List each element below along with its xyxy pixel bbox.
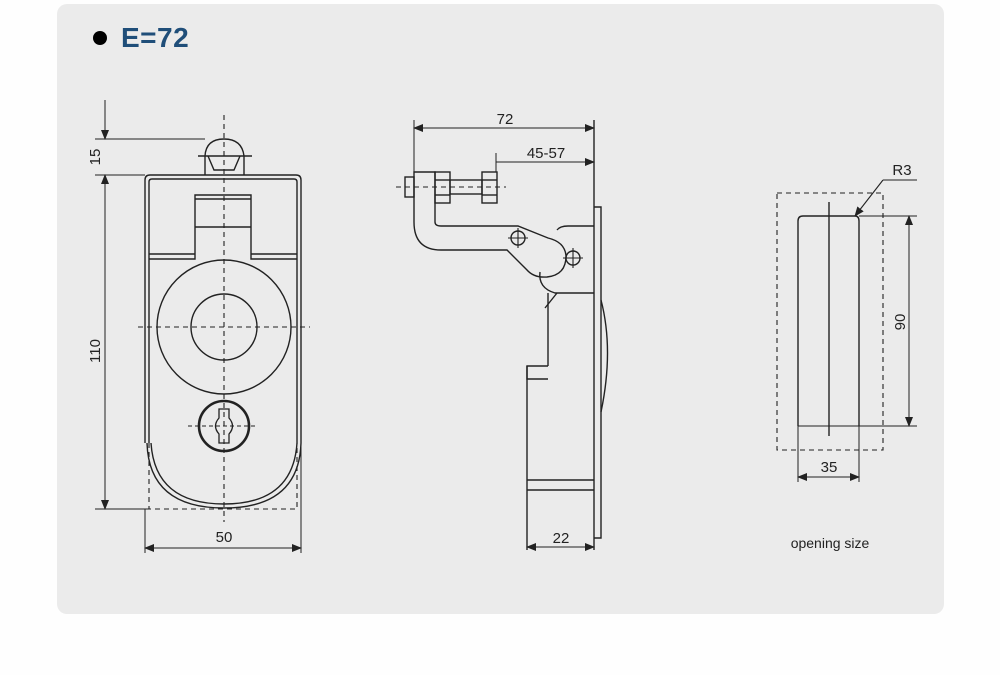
- opening-dim-90: 90: [892, 314, 909, 331]
- opening-dim-r3: R3: [892, 162, 911, 179]
- front-dim-110: 110: [87, 339, 104, 363]
- front-dim-50: 50: [216, 529, 233, 546]
- opening-view: [776, 179, 917, 482]
- drawing-panel: [57, 4, 944, 614]
- front-view: [95, 100, 310, 553]
- side-dim-22: 22: [553, 530, 570, 547]
- side-view: [396, 120, 609, 551]
- front-dim-15: 15: [87, 149, 104, 166]
- side-dim-72: 72: [497, 111, 514, 128]
- opening-dim-35: 35: [821, 459, 838, 476]
- title-text: E=72: [121, 22, 190, 53]
- side-dim-45-57: 45-57: [527, 145, 565, 162]
- opening-caption: opening size: [791, 535, 870, 551]
- bullet-icon: [93, 31, 107, 45]
- section-title: E=72: [93, 22, 189, 54]
